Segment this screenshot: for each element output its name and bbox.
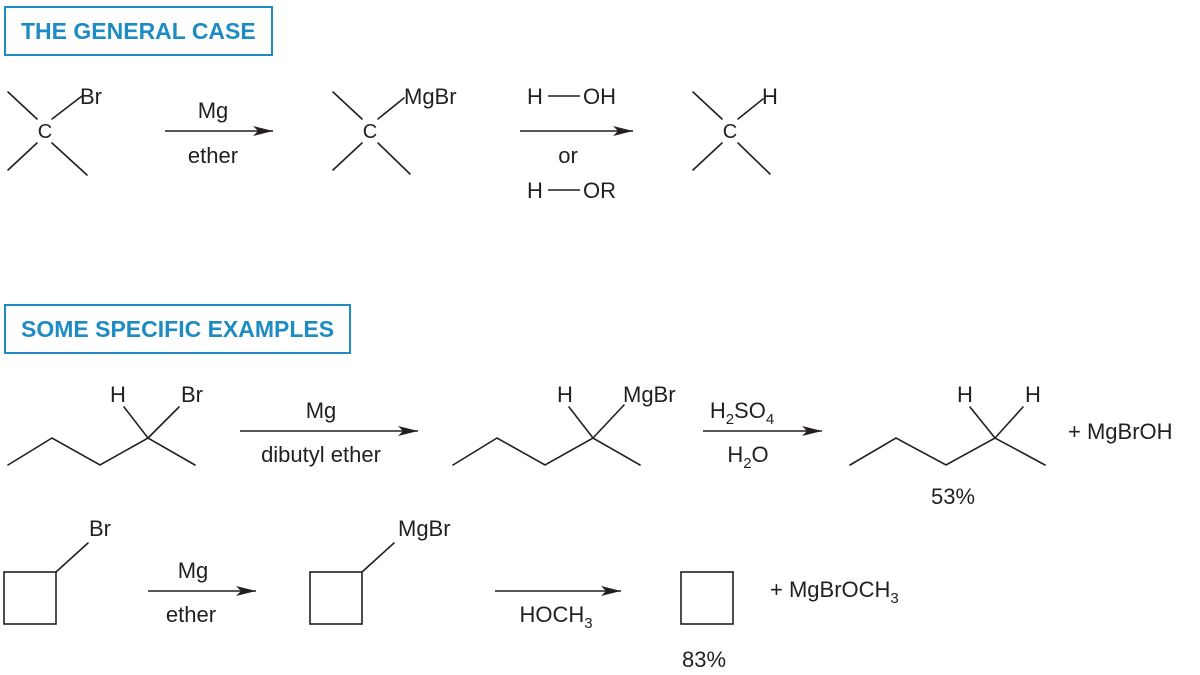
- reagent-label: Mg: [198, 98, 229, 123]
- general-step1: Mg ether: [165, 98, 273, 168]
- general-step2: H OH or H OR: [520, 84, 633, 203]
- example1-product: H H 53%: [849, 382, 1046, 509]
- bromine-label: Br: [181, 382, 203, 407]
- solvent-label: ether: [188, 143, 238, 168]
- example2-product: 83%: [680, 571, 734, 672]
- carbon-atom: C: [363, 121, 377, 143]
- water-label: H2O: [727, 442, 768, 472]
- hydrogen-label: H: [1025, 382, 1041, 407]
- example2-reactant: Br: [3, 516, 111, 625]
- general-reactant: C Br: [7, 84, 102, 176]
- or-label: or: [558, 143, 578, 168]
- hydrogen-label: H: [557, 382, 573, 407]
- hydrogen-label: H: [957, 382, 973, 407]
- section-header-specific-examples: SOME SPECIFIC EXAMPLES: [4, 304, 352, 354]
- hydrogen-label: H: [762, 84, 778, 109]
- magnesium-bromide-label: MgBr: [623, 382, 676, 407]
- byproduct-label: + MgBrOCH3: [770, 577, 899, 607]
- example1-intermediate: H MgBr: [452, 382, 676, 466]
- alcohol-h-label: H: [527, 178, 543, 203]
- bromine-label: Br: [80, 84, 102, 109]
- example1-reactant: H Br: [7, 382, 203, 466]
- methanol-label: HOCH3: [519, 602, 592, 632]
- carbon-atom: C: [723, 121, 737, 143]
- section-header-general-case: THE GENERAL CASE: [4, 6, 273, 56]
- sulfuric-acid-label: H2SO4: [710, 398, 774, 428]
- example2-step2: HOCH3: [495, 586, 621, 632]
- water-oh-label: OH: [583, 84, 616, 109]
- bromine-label: Br: [89, 516, 111, 541]
- hydrogen-label: H: [110, 382, 126, 407]
- yield-label: 53%: [931, 484, 975, 509]
- example1-step1: Mg dibutyl ether: [240, 398, 418, 467]
- example1-step2: H2SO4 H2O: [703, 398, 822, 472]
- solvent-label: ether: [166, 602, 216, 627]
- carbon-atom: C: [38, 121, 52, 143]
- reagent-label: Mg: [178, 558, 209, 583]
- solvent-label: dibutyl ether: [261, 442, 381, 467]
- yield-label: 83%: [682, 647, 726, 672]
- general-intermediate: C MgBr: [332, 84, 457, 175]
- magnesium-bromide-label: MgBr: [398, 516, 451, 541]
- alcohol-or-label: OR: [583, 178, 616, 203]
- example2-intermediate: MgBr: [309, 516, 451, 625]
- magnesium-bromide-label: MgBr: [404, 84, 457, 109]
- water-h-label: H: [527, 84, 543, 109]
- byproduct-label: + MgBrOH: [1068, 419, 1173, 444]
- reagent-label: Mg: [306, 398, 337, 423]
- example2-step1: Mg ether: [148, 558, 256, 627]
- general-product: C H: [692, 84, 778, 175]
